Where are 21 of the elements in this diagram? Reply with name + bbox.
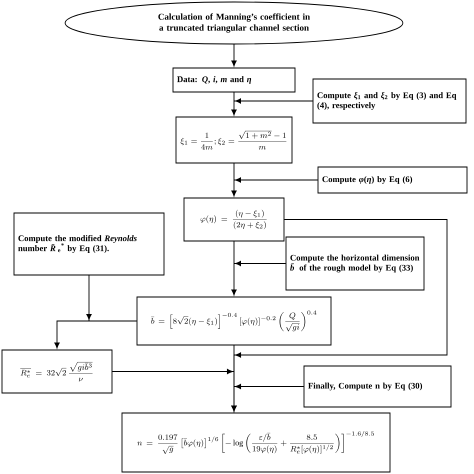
arrow — [234, 260, 286, 266]
arrow — [86, 275, 92, 322]
arrow — [234, 98, 313, 104]
process-box: Compute ξ$_{1}$ and ξ$_{2}$ by Eq (3) and Eq (4), respectively — [312, 78, 466, 124]
arrow — [234, 177, 318, 183]
process-box: Compute φ(η) by Eq (6) — [318, 166, 468, 194]
formula-box: $n=\frac{0.197}{\sqrt{g}}\left[\bar{b}\varphi(\eta)\right]^{1/6}\left[-\log\left(\frac{\varepsilon/\bar{b}}{19\varphi(\eta)}+\frac{8.5}{R_e^*[\varphi(\eta)]^{1/2}}\right)\right]^{-1.6/8.5}$ — [122, 412, 390, 472]
formula-box: $\bar{b}=\left[8\sqrt{2}(\eta-\xi_1)\right]^{-0.4}\left[\varphi(\eta)\right]^{-0.2}\left(\frac{Q}{\sqrt{gi}}\right)^{0.4}$ — [136, 296, 332, 346]
arrow — [231, 100, 237, 116]
process-box: Compute the modified Reynolds number R̄$_{e}$$^{*}$ by Eq (31). — [14, 212, 164, 276]
formula-box: $\varphi(\eta)=\frac{(\eta-\xi_1)}{(2\eta+\xi_2)}$ — [184, 198, 284, 242]
arrow — [231, 384, 304, 412]
arrow — [54, 320, 90, 348]
arrow — [231, 263, 237, 296]
process-box: Finally, Compute n by Eq (30) — [304, 366, 452, 408]
arrow — [231, 44, 237, 66]
formula-box: $\overline{R_e^*}=32\sqrt{2}\,\frac{\sqrt{gi\bar{b}^3}}{\nu}$ — [2, 350, 112, 394]
arrow — [231, 180, 237, 196]
data-box: Data: Q, i, m and η — [172, 68, 296, 92]
process-box: Compute the horizontal dimension b̄ of the rough model by Eq (33) — [286, 236, 424, 290]
formula-box: $\xi_1=\frac{1}{4m};\xi_2=\frac{\sqrt{1+m^2}-1}{m}$ — [176, 116, 292, 164]
